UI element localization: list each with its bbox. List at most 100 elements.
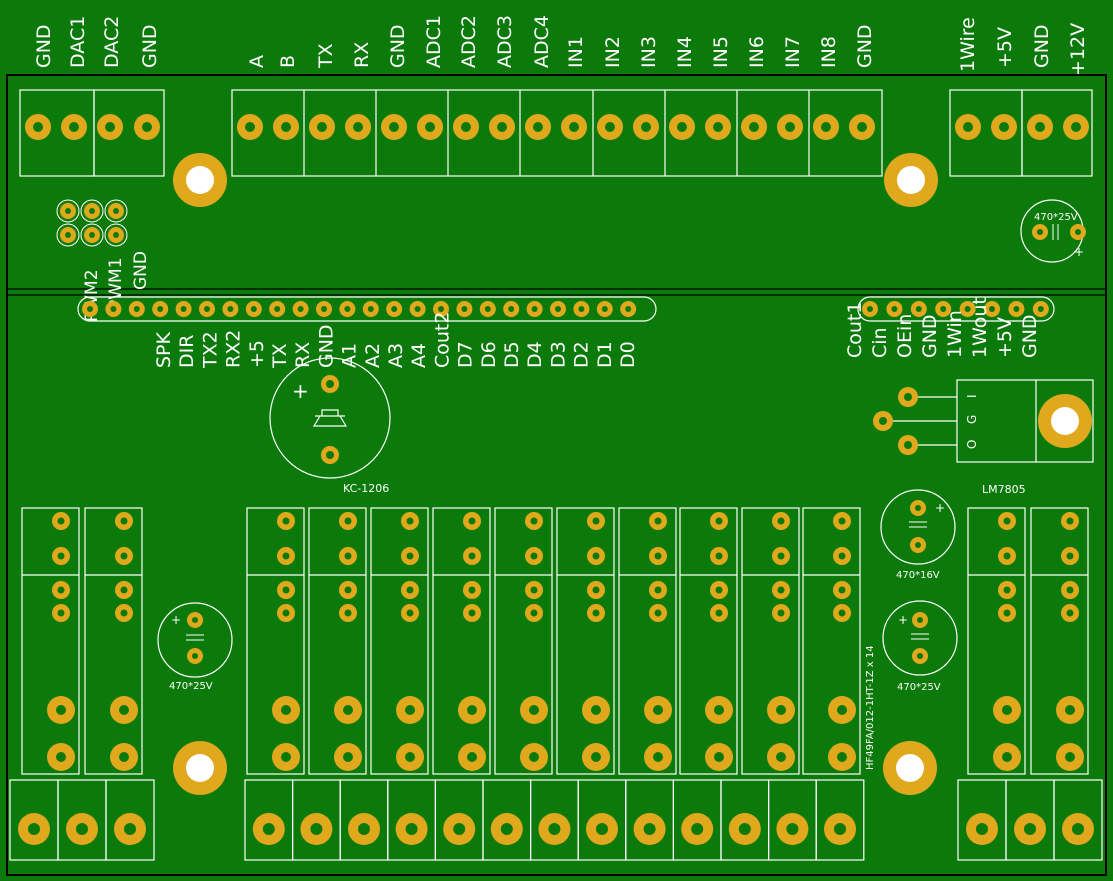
header-label: +5 (246, 340, 268, 368)
relay-pad (705, 743, 733, 771)
relay-pad (1061, 581, 1079, 599)
header-label: D2 (571, 341, 593, 368)
top-label: IN6 (746, 36, 768, 68)
relay-pad (277, 512, 295, 530)
relay-pad (1056, 696, 1084, 724)
relay-pad (272, 743, 300, 771)
relay-pad (998, 581, 1016, 599)
header-pad (526, 301, 543, 317)
header-pad (60, 203, 76, 219)
relay-footprint (618, 507, 677, 775)
header-label: D6 (478, 341, 500, 368)
relay-pad (525, 581, 543, 599)
relay-footprint (308, 507, 367, 775)
terminal-pad (66, 813, 98, 845)
header-label: GND (919, 314, 941, 358)
relay-pad (710, 604, 728, 622)
top-label: ADC2 (458, 15, 480, 68)
cap-label: 470*25V (169, 681, 213, 692)
relay-pad (52, 512, 70, 530)
cap-label: 470*25V (897, 682, 941, 693)
terminal-pad (824, 813, 856, 845)
header-label: 1Win (944, 310, 966, 358)
top-terminal-pads (25, 114, 1089, 140)
terminal-pad (1014, 813, 1046, 845)
header-pad (108, 227, 124, 243)
relay-pad (463, 512, 481, 530)
relay-pad (401, 512, 419, 530)
relay-pad (458, 743, 486, 771)
top-label: +12V (1067, 23, 1089, 76)
top-label: ADC4 (531, 15, 553, 68)
terminal-pad (490, 813, 523, 845)
terminal-block-top-main (231, 89, 883, 177)
board-outline (6, 74, 1107, 876)
relay-pad (520, 743, 548, 771)
header-label: A2 (362, 343, 384, 368)
terminal-pad (849, 114, 875, 140)
terminal-pad (966, 813, 998, 845)
terminal-pad (417, 114, 443, 140)
relay-pad (582, 696, 610, 724)
header-pad (316, 301, 332, 317)
svg-text:+: + (935, 501, 945, 515)
relay-label: HF49FA/012-1HT-1Z x 14 (865, 645, 876, 770)
terminal-pad (309, 114, 335, 140)
terminal-pad (525, 114, 551, 140)
header-label: OEin (894, 314, 916, 358)
terminal-pad (381, 114, 407, 140)
cap-label: 470*25V (1034, 212, 1078, 223)
terminal-pad (300, 813, 333, 845)
header-label: D3 (547, 341, 569, 368)
header-left (77, 296, 657, 322)
header-label: SPK (153, 331, 175, 368)
relay-pad (110, 743, 138, 771)
header-label: D4 (524, 341, 546, 368)
header-pad (409, 301, 426, 317)
top-label: GND (387, 24, 409, 68)
buzzer-label: KC-1206 (343, 482, 389, 495)
terminal-pad (252, 813, 285, 845)
top-label: GND (33, 24, 55, 68)
relay-pad (334, 743, 362, 771)
terminal-pad (538, 813, 571, 845)
relay-pad (582, 743, 610, 771)
terminal-pad (586, 813, 618, 845)
header-pad (222, 301, 239, 317)
relay-pad (587, 547, 605, 565)
top-labels-left: GND DAC1 DAC2 GND (33, 16, 161, 68)
terminal-pad (348, 813, 380, 845)
top-label: B (277, 55, 299, 68)
header-pad (386, 301, 403, 317)
relay-pad (277, 581, 295, 599)
top-labels-right: 1Wire +5V GND +12V (957, 17, 1089, 76)
header-pad (935, 301, 952, 317)
relay-footprint (556, 507, 615, 775)
relay-pad (833, 604, 851, 622)
terminal-pad (1063, 114, 1089, 140)
top-label: GND (854, 24, 876, 68)
relay-pad (828, 743, 856, 771)
top-label: RX (351, 42, 373, 68)
relay-pad (767, 743, 795, 771)
header-label: D0 (617, 341, 639, 368)
relay-pad (705, 696, 733, 724)
relay-pad (115, 547, 133, 565)
relay-pad (396, 696, 424, 724)
header-label: A4 (408, 343, 430, 368)
relay-pad (115, 512, 133, 530)
relay-pad (998, 604, 1016, 622)
terminal-blocks-bottom (9, 779, 1103, 861)
relay-pad (772, 604, 790, 622)
header-label: Cin (869, 327, 891, 358)
relay-pad (767, 696, 795, 724)
header-pad (984, 301, 1000, 317)
terminal-pad (669, 114, 695, 140)
top-label: DAC2 (101, 16, 123, 68)
top-label: IN3 (638, 36, 660, 68)
terminal-pad (813, 114, 839, 140)
header-pad (959, 301, 976, 317)
relay-pad (525, 604, 543, 622)
capacitor-left: + 470*25V (157, 602, 233, 692)
